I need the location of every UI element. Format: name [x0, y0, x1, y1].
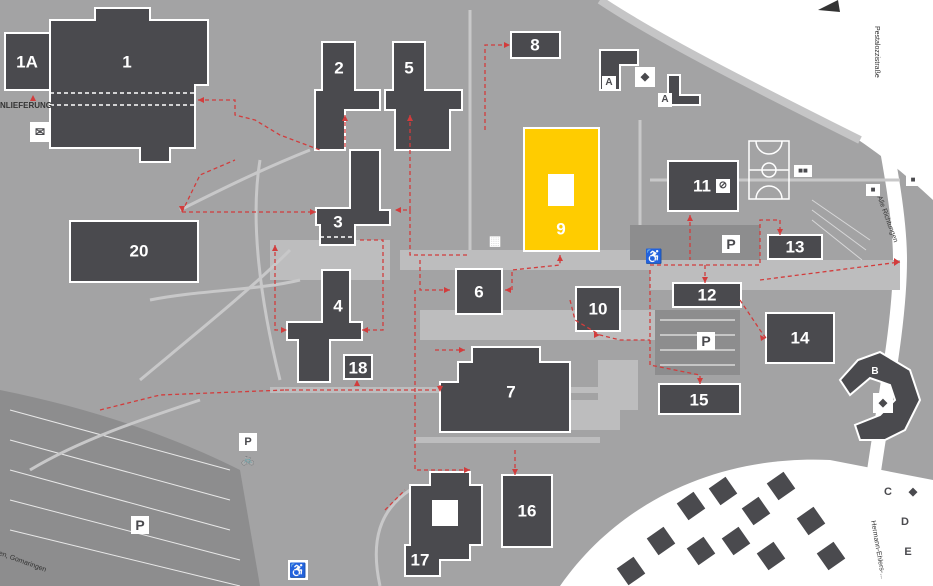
letter-badge-e[interactable]: E — [898, 542, 918, 562]
parking-region — [0, 390, 260, 586]
building-label-20[interactable]: 20 — [129, 241, 149, 261]
letter-badge-c[interactable]: C — [878, 482, 898, 502]
delivery-label: NLIEFERUNG — [0, 101, 52, 110]
building-label-12[interactable]: 12 — [697, 285, 717, 305]
letter-badge-b[interactable]: B — [871, 366, 879, 377]
no-access-icon: ⊘ — [716, 179, 730, 193]
sports-field-icon — [748, 140, 790, 200]
building-label-4[interactable]: 4 — [333, 296, 343, 316]
building-label-2[interactable]: 2 — [334, 58, 344, 78]
building-label-6[interactable]: 6 — [474, 282, 484, 302]
building-label-7[interactable]: 7 — [506, 382, 516, 402]
building-label-10[interactable]: 10 — [588, 299, 608, 319]
building-label-13[interactable]: 13 — [785, 237, 805, 257]
building-label-17[interactable]: 17 — [410, 550, 430, 570]
building-label-15[interactable]: 15 — [689, 390, 709, 410]
building-label-18[interactable]: 18 — [348, 358, 368, 378]
building-label-1[interactable]: 1 — [122, 52, 132, 72]
mail-icon: ✉ — [30, 122, 50, 142]
letter-badge-d[interactable]: D — [895, 512, 915, 532]
building-shapes — [4, 7, 922, 577]
building-label-3[interactable]: 3 — [333, 212, 343, 232]
parking-badge[interactable]: P — [131, 516, 149, 534]
building-label-11[interactable]: 11 — [693, 176, 711, 196]
parking-badge[interactable]: P — [722, 235, 740, 253]
diamond-icon: ◆ — [903, 482, 923, 502]
sports-field-icon: ■■ — [794, 165, 812, 177]
parking-badge[interactable]: P — [697, 332, 715, 350]
street-label-pestalozzi: Pestalozzistraße — [873, 26, 880, 78]
route-arrows — [30, 42, 900, 475]
bike-parking-icon[interactable]: P🚲 — [239, 433, 257, 466]
building-label-16[interactable]: 16 — [517, 501, 537, 521]
letter-badge-a[interactable]: A — [602, 76, 616, 90]
building-label-14[interactable]: 14 — [790, 328, 810, 348]
bus-stop-icon: ■ — [906, 174, 920, 186]
building-label-1a[interactable]: 1A — [16, 52, 38, 72]
wheelchair-icon: ♿ — [645, 248, 663, 264]
building-label-8[interactable]: 8 — [530, 35, 540, 55]
bus-stop-icon: ■ — [866, 184, 880, 196]
wheelchair-icon: ♿ — [288, 560, 308, 580]
diamond-icon: ◆ — [873, 393, 893, 413]
building-label-5[interactable]: 5 — [404, 58, 414, 78]
diamond-icon: ◆ — [635, 67, 655, 87]
building-label-9[interactable]: 9 — [556, 219, 566, 239]
stairs-icon: ▦ — [488, 233, 502, 248]
letter-badge-a[interactable]: A — [658, 93, 672, 107]
